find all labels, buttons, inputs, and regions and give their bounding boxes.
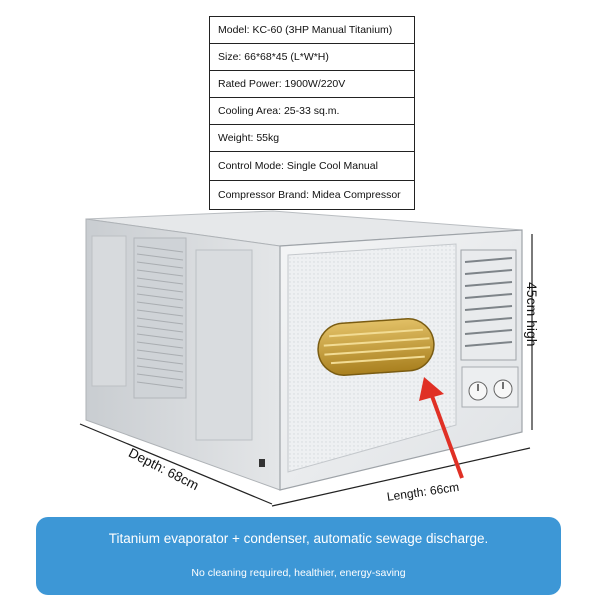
red-arrow <box>419 377 464 479</box>
banner-subline: No cleaning required, healthier, energy-… <box>191 567 406 579</box>
spec-area: Cooling Area: 25-33 sq.m. <box>209 97 415 125</box>
drain-outlet <box>259 459 265 467</box>
spec-power: Rated Power: 1900W/220V <box>209 70 415 98</box>
spec-row-control: Control Mode: Single Cool Manual <box>209 151 415 181</box>
spec-row-weight: Weight: 55kg <box>209 124 415 152</box>
feature-banner: Titanium evaporator + condenser, automat… <box>36 517 561 595</box>
control-panel <box>461 366 519 408</box>
spec-row-compressor: Compressor Brand: Midea Compressor <box>209 180 415 210</box>
spec-table: Model: KC-60 (3HP Manual Titanium) Size:… <box>209 16 415 210</box>
side-panel-right <box>195 249 253 441</box>
spec-row-area: Cooling Area: 25-33 sq.m. <box>209 97 415 125</box>
height-label: 45cm high <box>524 282 540 347</box>
spec-weight: Weight: 55kg <box>209 124 415 152</box>
spec-model: Model: KC-60 (3HP Manual Titanium) <box>209 16 415 44</box>
spec-row-size: Size: 66*68*45 (L*W*H) <box>209 43 415 71</box>
spec-row-power: Rated Power: 1900W/220V <box>209 70 415 98</box>
spec-size: Size: 66*68*45 (L*W*H) <box>209 43 415 71</box>
side-vent <box>133 237 187 399</box>
side-panel-left <box>91 235 127 387</box>
spec-control: Control Mode: Single Cool Manual <box>209 151 415 181</box>
banner-headline: Titanium evaporator + condenser, automat… <box>108 531 489 546</box>
dimension-lines <box>79 234 533 507</box>
spec-row-model: Model: KC-60 (3HP Manual Titanium) <box>209 16 415 44</box>
titanium-coil <box>317 318 435 376</box>
spec-compressor: Compressor Brand: Midea Compressor <box>209 180 415 210</box>
air-louver <box>460 249 517 361</box>
